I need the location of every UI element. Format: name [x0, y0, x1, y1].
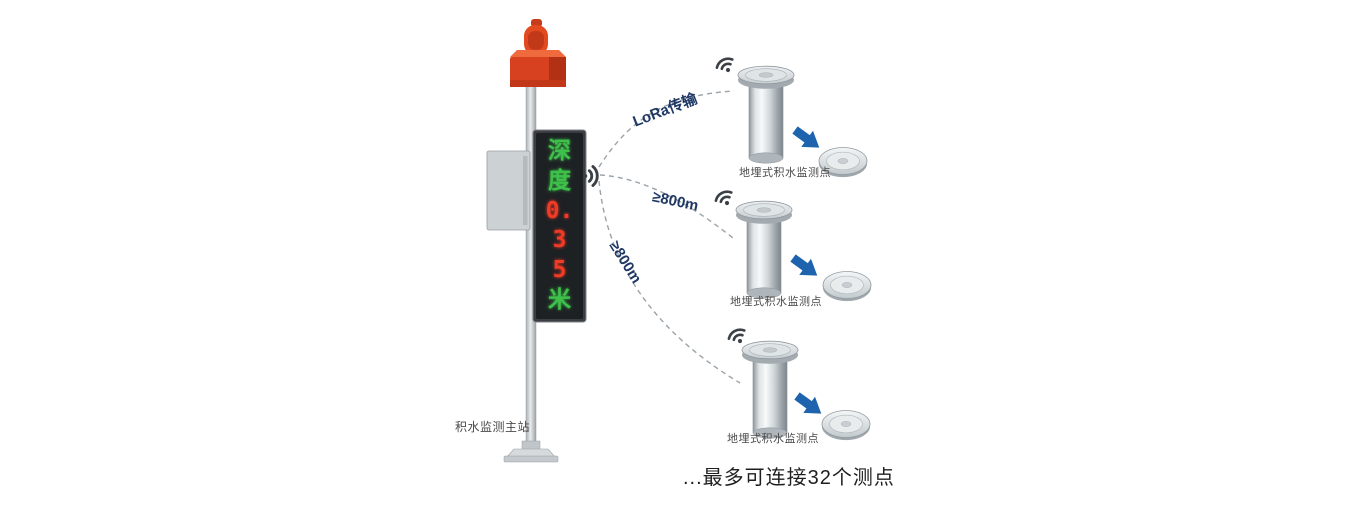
buried-sensor-label-2: 地埋式积水监测点 [730, 296, 822, 308]
main-station-group [486, 19, 599, 463]
main-station-label: 积水监测主站 [455, 420, 531, 434]
led-row: 0. [545, 197, 574, 224]
alarm-beacon [510, 19, 566, 87]
buried-sensor-cylinder-1 [737, 65, 795, 164]
wifi-icon-2 [712, 187, 737, 211]
flow-arrow-3 [791, 387, 828, 422]
buried-sensor-cylinder-3 [741, 340, 799, 439]
lora-link-line-2 [599, 174, 734, 239]
led-row: 度 [548, 168, 571, 194]
lora-link-line-1 [598, 90, 735, 168]
ground-disc-sensor-2 [822, 271, 872, 302]
led-panel-frame [532, 129, 587, 323]
flow-arrow-1 [789, 121, 826, 156]
led-row: 米 [548, 286, 571, 313]
wifi-icon-1 [713, 54, 738, 78]
equipment-box [486, 150, 531, 231]
buried-sensor-label-3: 地埋式积水监测点 [727, 433, 819, 445]
led-row: 3 [552, 227, 567, 254]
lora-link-line-3 [598, 180, 741, 384]
max-points-note: ...最多可连接32个测点 [683, 467, 895, 489]
led-row: 5 [552, 257, 567, 284]
buried-sensor-cylinder-2 [735, 200, 793, 299]
flow-arrow-2 [787, 249, 824, 284]
wifi-icon-3 [725, 325, 750, 349]
led-row: 深 [548, 138, 571, 165]
ground-disc-sensor-3 [821, 410, 871, 441]
buried-sensor-label-1: 地埋式积水监测点 [739, 167, 831, 179]
station-base [503, 440, 559, 463]
